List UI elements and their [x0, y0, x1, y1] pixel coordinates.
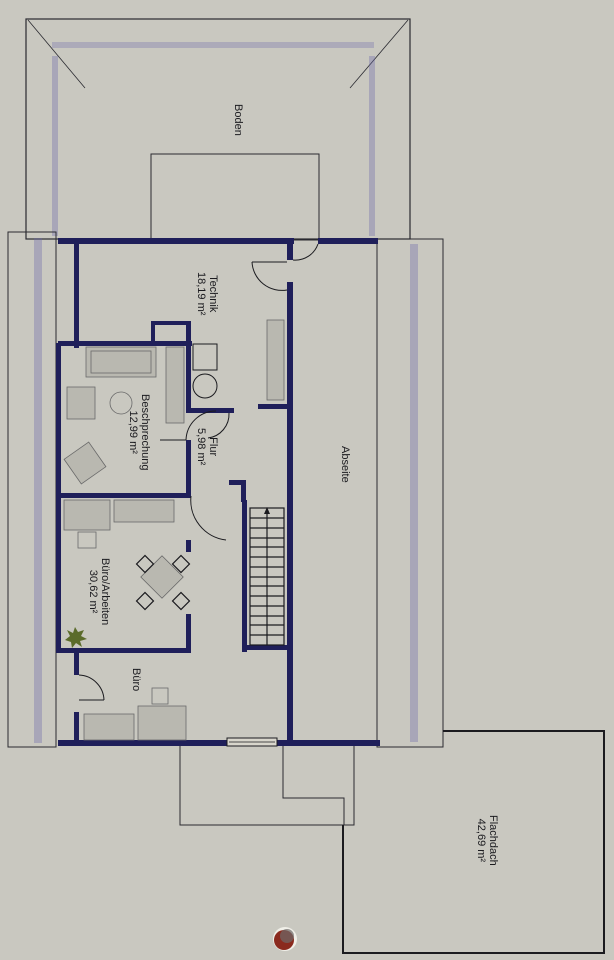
bottom-eave: [179, 744, 355, 826]
room-name: Abseite: [339, 446, 351, 483]
beschprechung-furniture: [63, 346, 185, 485]
room-name: Flachdach: [487, 815, 499, 866]
arrow-up-icon: [264, 507, 270, 514]
toilet-icon: [192, 373, 218, 399]
buero-arbeiten-furniture: [63, 499, 191, 648]
boden-roof: [25, 18, 411, 241]
room-label-flachdach: Flachdach 42,69 m²: [475, 815, 499, 866]
room-name: Flur: [207, 437, 219, 457]
sink-icon: [192, 343, 218, 371]
plant-icon: [65, 627, 87, 648]
room-name: Technik: [207, 275, 219, 313]
room-area: 12,99 m²: [127, 410, 139, 454]
room-name: Boden: [232, 104, 244, 136]
table-with-chairs-icon: [135, 554, 191, 611]
armchair-icon: [63, 441, 107, 485]
room-label-abseite: Abseite: [339, 446, 351, 483]
room-area: 5,98 m²: [195, 428, 207, 466]
room-label-buero-arbeiten: Büro/Arbeiten 30,62 m²: [87, 558, 111, 625]
buero-furniture: [83, 687, 187, 741]
room-label-boden: Boden: [232, 104, 244, 136]
room-area: 30,62 m²: [87, 569, 99, 614]
left-eave: [7, 231, 70, 748]
doors: [78, 243, 319, 701]
room-label-flur: Flur 5,98 m²: [195, 428, 219, 465]
armchair-icon: [66, 386, 96, 420]
flachdach-area: [342, 730, 605, 954]
right-eave: [376, 238, 444, 748]
room-area: 18,19 m²: [195, 272, 207, 316]
room-name: Büro: [130, 668, 142, 692]
room-label-beschprechung: Beschprechung 12,99 m²: [127, 394, 151, 470]
hole-punch: [273, 927, 297, 951]
technik-fixtures: [192, 319, 285, 401]
room-name: Büro/Arbeiten: [99, 558, 111, 626]
window-icon: [226, 737, 278, 747]
room-label-buero: Büro: [130, 668, 142, 691]
round-table-icon: [109, 391, 133, 415]
room-area: 42,69 m²: [475, 818, 487, 863]
walls: [56, 238, 380, 746]
room-label-technik: Technik 18,19 m²: [195, 272, 219, 315]
room-name: Beschprechung: [139, 394, 151, 471]
staircase-icon: [249, 507, 285, 646]
